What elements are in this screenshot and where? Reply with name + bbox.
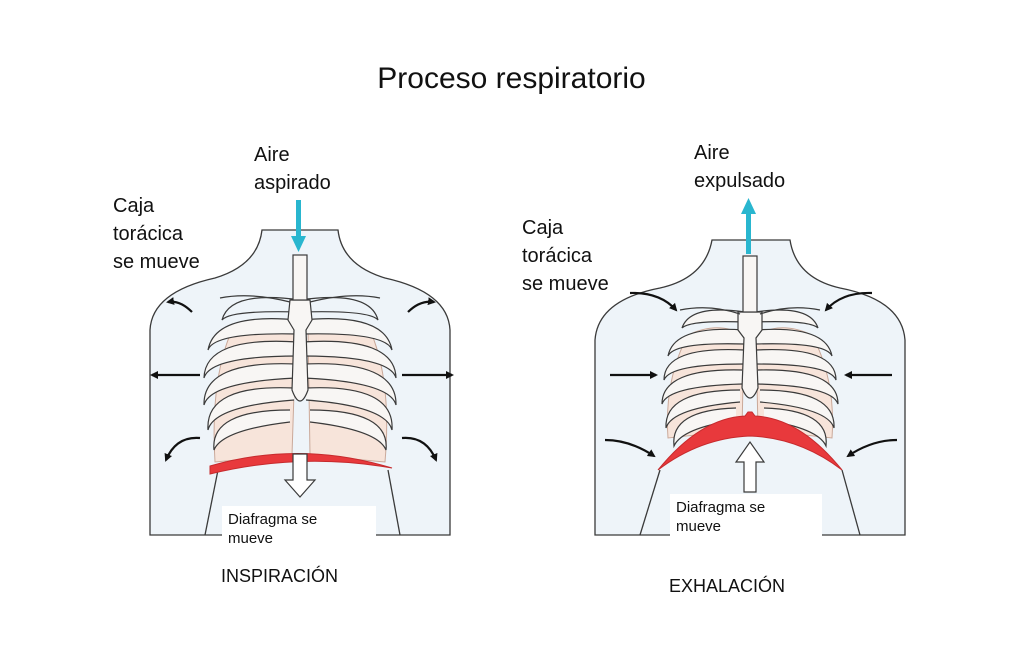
ribcage-right-line-2: torácica [522, 245, 593, 267]
air-inhaled-line-1: Aire [254, 144, 290, 166]
trachea-left [292, 254, 308, 301]
ribcage-right-line-3: se mueve [522, 273, 609, 295]
air-inhaled-line-2: aspirado [254, 172, 331, 194]
diaphragm-up-arrow [734, 440, 766, 493]
air-exhaled-label: Aire expulsado [694, 139, 785, 195]
ribcage-contract-arrows [604, 291, 898, 458]
inspiration-figure [149, 200, 454, 536]
exhalation-caption: EXHALACIÓN [669, 576, 786, 596]
air-out-arrow [741, 198, 756, 254]
diaphragm-left-line-1: Diafragma se [228, 511, 318, 528]
diaphragm-right [657, 411, 843, 471]
diaphragm-label-right: Diafragma se mueve [670, 494, 822, 540]
air-exhaled-line-1: Aire [694, 142, 730, 164]
diaphragm-left-line-2: mueve [228, 530, 274, 547]
diaphragm-right-line-2: mueve [676, 518, 722, 535]
ribcage-left [203, 296, 397, 451]
page-title: Proceso respiratorio [377, 62, 646, 95]
air-inhaled-label: Aire aspirado [254, 141, 331, 197]
inspiration-caption: INSPIRACIÓN [221, 566, 339, 586]
ribcage-label-right: Caja torácica se mueve [522, 214, 609, 298]
ribcage-right-line-1: Caja [522, 217, 564, 239]
air-exhaled-line-2: expulsado [694, 170, 786, 192]
diaphragm-down-arrow [283, 453, 317, 498]
ribcage-expand-arrows [150, 297, 454, 462]
diaphragm-label-left: Diafragma se mueve [222, 506, 376, 552]
ribcage-left-line-3: se mueve [113, 251, 200, 273]
air-in-arrow [291, 200, 306, 252]
diaphragm-right-line-1: Diafragma se [676, 499, 766, 516]
sternum-right [737, 311, 763, 399]
ribcage-left-line-2: torácica [113, 223, 184, 245]
diaphragm-left [209, 453, 393, 475]
exhalation-figure [594, 198, 906, 536]
ribcage-right [661, 309, 839, 449]
ribcage-left-line-1: Caja [113, 195, 155, 217]
sternum-left [287, 299, 313, 402]
trachea-right [742, 255, 758, 313]
ribcage-label-left: Caja torácica se mueve [113, 192, 200, 276]
